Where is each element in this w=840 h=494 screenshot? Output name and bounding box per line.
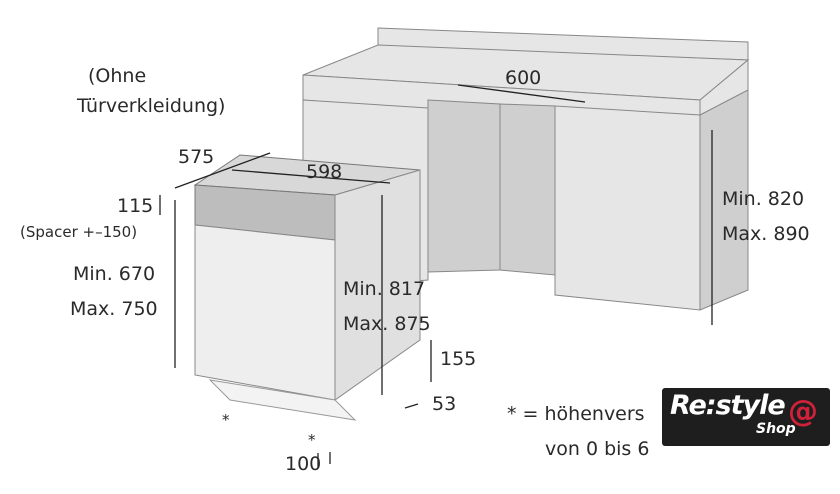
logo-text: Re:style	[670, 390, 786, 421]
width-label: 598	[306, 161, 342, 183]
footnote-line1: * = höhenvers	[507, 403, 645, 425]
asterisk-rear: *	[308, 431, 316, 449]
foot-offset-label: 100	[285, 453, 321, 475]
logo-subtext: Shop	[756, 421, 796, 437]
niche-max-label: Max. 875	[343, 313, 431, 335]
counter-max-label: Max. 890	[722, 223, 810, 245]
plinth-depth-label: 53	[432, 393, 456, 415]
spacer-label: (Spacer +–150)	[20, 223, 137, 241]
cart-at-icon: @	[788, 394, 818, 429]
height-max-label: Max. 750	[70, 298, 158, 320]
plinth-height-label: 155	[440, 348, 476, 370]
asterisk-front: *	[222, 411, 230, 429]
top-gap-label: 115	[117, 195, 153, 217]
counter-min-label: Min. 820	[722, 188, 804, 210]
footnote-line2: von 0 bis 6	[545, 438, 649, 460]
height-min-label: Min. 670	[73, 263, 155, 285]
niche-min-label: Min. 817	[343, 278, 425, 300]
restyle-shop-logo: Re:style Shop @	[662, 388, 830, 446]
niche-width-label: 600	[505, 67, 541, 89]
dishwasher	[193, 154, 421, 421]
note-title-line2: Türverkleidung)	[76, 95, 225, 117]
depth-label: 575	[178, 146, 214, 168]
dimension-lines	[159, 84, 713, 468]
note-title-line1: (Ohne	[88, 65, 146, 87]
